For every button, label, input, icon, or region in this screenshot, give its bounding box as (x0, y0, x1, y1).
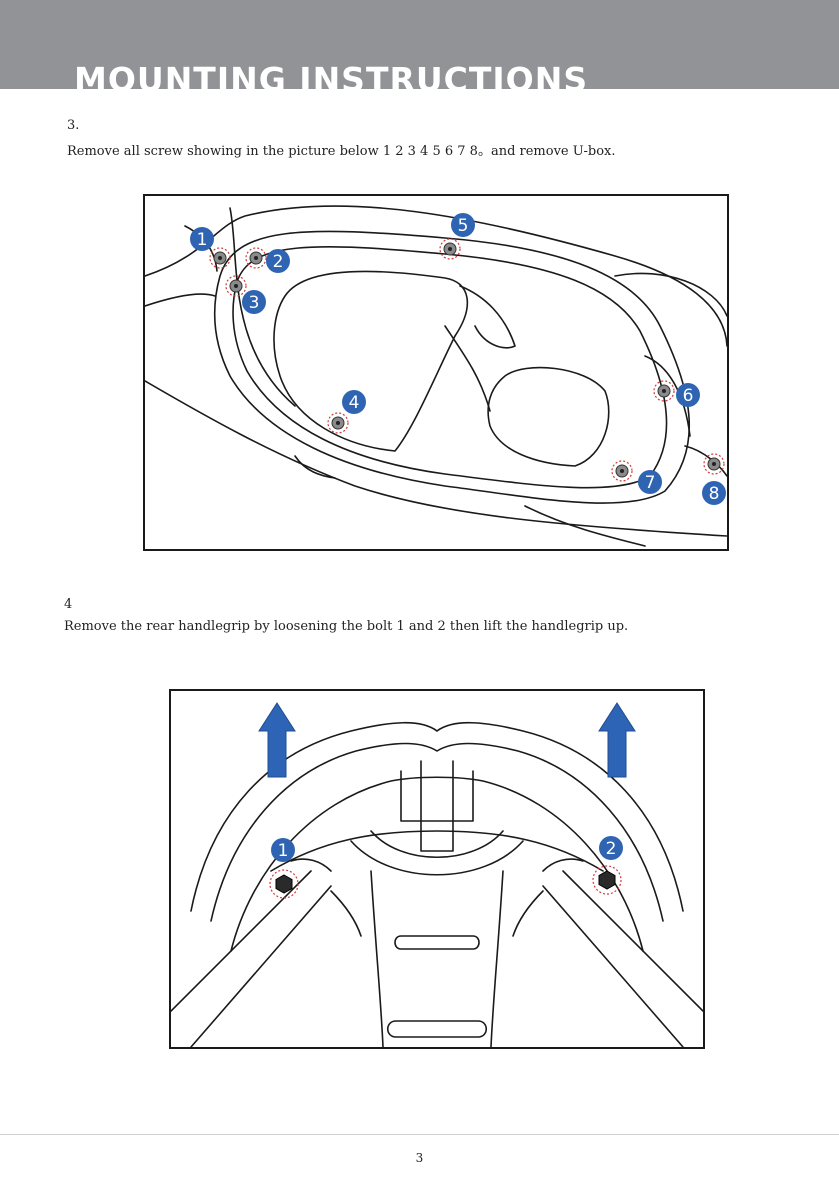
callout-1: 1 (190, 227, 214, 251)
footer-divider (0, 1134, 839, 1135)
handlegrip-line-drawing: 1 2 (171, 702, 703, 1047)
handlegrip-figure: 1 2 (169, 689, 705, 1049)
page-title: MOUNTING INSTRUCTIONS (74, 60, 589, 89)
svg-text:2: 2 (606, 839, 617, 859)
svg-text:6: 6 (683, 386, 694, 406)
callout-5: 5 (451, 213, 475, 237)
callout-6: 6 (676, 383, 700, 407)
callout-3: 3 (242, 290, 266, 314)
svg-text:2: 2 (273, 252, 284, 272)
page-header: MOUNTING INSTRUCTIONS (0, 0, 839, 89)
svg-text:1: 1 (197, 230, 208, 250)
callout-bolt-1: 1 (271, 838, 295, 862)
lift-up-arrow-left-icon (258, 702, 296, 778)
seat-area-outlines (145, 205, 727, 547)
svg-text:7: 7 (645, 473, 656, 493)
svg-text:4: 4 (349, 393, 360, 413)
bolt-markers (269, 865, 622, 899)
step-3-number: 3. (67, 118, 80, 133)
svg-text:1: 1 (278, 841, 289, 861)
step-4-number: 4 (64, 597, 73, 612)
u-box-line-drawing: 1 2 3 4 5 6 7 8 (145, 205, 727, 547)
callout-bolt-2: 2 (599, 836, 623, 860)
callout-8: 8 (702, 481, 726, 505)
svg-text:5: 5 (458, 216, 469, 236)
svg-text:3: 3 (249, 293, 260, 313)
svg-text:8: 8 (709, 484, 720, 504)
callout-7: 7 (638, 470, 662, 494)
screw-markers (209, 238, 725, 482)
callout-4: 4 (342, 390, 366, 414)
lift-up-arrow-right-icon (598, 702, 636, 778)
u-box-screws-figure: 1 2 3 4 5 6 7 8 (143, 194, 729, 551)
step-4-instruction: Remove the rear handlegrip by loosening … (64, 619, 629, 634)
callout-2: 2 (266, 249, 290, 273)
page-number: 3 (415, 1151, 424, 1165)
step-3-instruction: Remove all screw showing in the picture … (67, 144, 616, 159)
